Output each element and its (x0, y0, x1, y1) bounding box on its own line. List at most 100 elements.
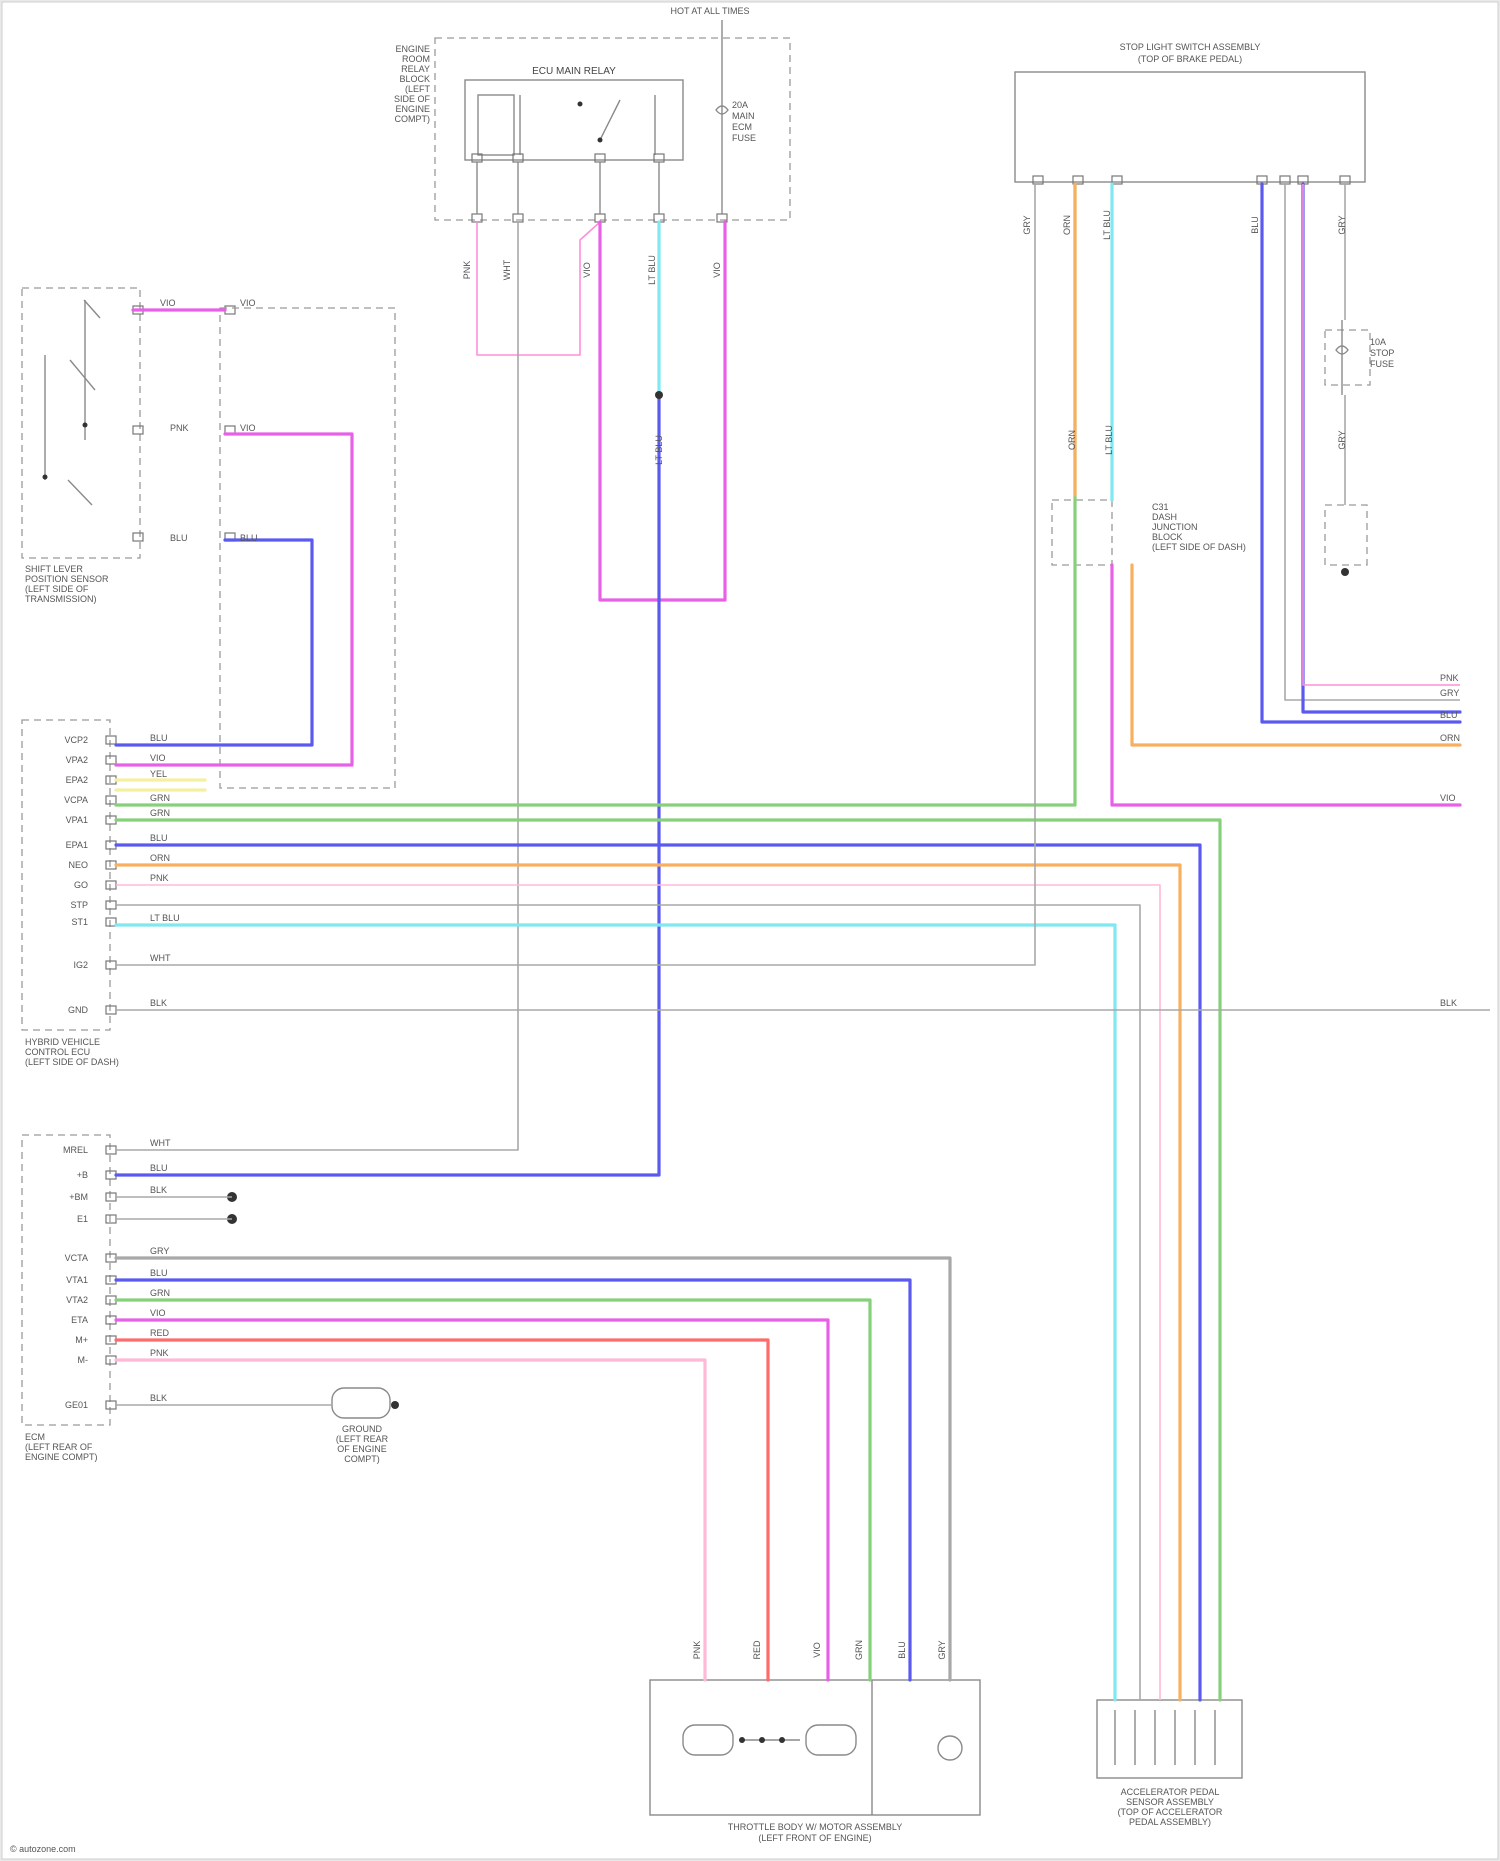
fuse-line-3: FUSE (732, 133, 756, 143)
wire-label-blue: BLU (150, 833, 168, 843)
hv-line-2: (LEFT SIDE OF DASH) (25, 1057, 119, 1067)
wire-label-blue: BLU (1250, 216, 1260, 234)
wire-label-orange: ORN (1062, 215, 1072, 235)
wire-label-pink: PNK (150, 1348, 169, 1358)
fuse-line-0: 20A (732, 100, 748, 110)
wire-label-cyan: LT BLU (1102, 210, 1112, 240)
wire-label-green: GRN (150, 793, 170, 803)
wire-label-white: WHT (150, 1138, 171, 1148)
wire-label-black: BLK (1440, 998, 1457, 1008)
shift-line-3: TRANSMISSION) (25, 594, 97, 604)
ecm-pin-MREL: MREL (63, 1145, 88, 1155)
wire-label-black: BLK (150, 1185, 167, 1195)
wire-label-violet: VIO (712, 262, 722, 278)
wire-label-red: RED (150, 1328, 170, 1338)
shift-line-2: (LEFT SIDE OF (25, 584, 89, 594)
junction-line-1: DASH (1152, 512, 1177, 522)
junction-line-3: BLOCK (1152, 532, 1183, 542)
ap-line-3: PEDAL ASSEMBLY) (1129, 1817, 1211, 1827)
hv-pin-VPA2: VPA2 (66, 755, 88, 765)
wire-label-cyan: LT BLU (654, 435, 664, 465)
wire-label-blue: BLU (1440, 710, 1458, 720)
relay-note-line-6: ENGINE (395, 104, 430, 114)
hv-pin-GND: GND (68, 1005, 89, 1015)
wire-label-black: BLK (150, 998, 167, 1008)
ecm-line-2: ENGINE COMPT) (25, 1452, 98, 1462)
wire-label-violet: VIO (160, 298, 176, 308)
relay-note-line-3: BLOCK (399, 74, 430, 84)
wire-label-white: WHT (150, 953, 171, 963)
fuse-line-1: MAIN (732, 111, 755, 121)
ap-line-1: SENSOR ASSEMBLY (1126, 1797, 1214, 1807)
ecm-pin-M+: M+ (75, 1335, 88, 1345)
wire-label-gray: GRY (1440, 688, 1459, 698)
fuse-tr-line-1: STOP (1370, 348, 1394, 358)
relay-note-line-4: (LEFT (405, 84, 431, 94)
wire-label-green: GRN (150, 808, 170, 818)
wire-label-blue: BLU (150, 733, 168, 743)
wire-label-pink: PNK (1440, 673, 1459, 683)
wire-label-violet: VIO (150, 753, 166, 763)
hv-pin-ST1: ST1 (71, 917, 88, 927)
junction-line-0: C31 (1152, 502, 1169, 512)
ecm-pin-VTA1: VTA1 (66, 1275, 88, 1285)
wire-label-gray: GRY (1337, 215, 1347, 234)
shift-line-0: SHIFT LEVER (25, 564, 83, 574)
wire-label-pink: PNK (150, 873, 169, 883)
ecm-line-1: (LEFT REAR OF (25, 1442, 93, 1452)
ecm-pin-ETA: ETA (71, 1315, 88, 1325)
wire-label-violet: VIO (240, 423, 256, 433)
wire-label-orange: ORN (1067, 430, 1077, 450)
wire-label-black: BLK (150, 1393, 167, 1403)
hv-line-1: CONTROL ECU (25, 1047, 90, 1057)
relay-note-line-5: SIDE OF (394, 94, 431, 104)
hv-pin-EPA1: EPA1 (66, 840, 88, 850)
fuse-tr-line-2: FUSE (1370, 359, 1394, 369)
tb-line-0: THROTTLE BODY W/ MOTOR ASSEMBLY (728, 1822, 903, 1832)
ap-line-0: ACCELERATOR PEDAL (1121, 1787, 1220, 1797)
wire-label-cyan: LT BLU (647, 255, 657, 285)
wire-label-violet: VIO (582, 262, 592, 278)
ecm-pin-VTA2: VTA2 (66, 1295, 88, 1305)
wire-label-pink: PNK (462, 261, 472, 280)
fuse-line-2: ECM (732, 122, 752, 132)
watermark: © autozone.com (10, 1844, 76, 1854)
stop-switch-title-1: STOP LIGHT SWITCH ASSEMBLY (1120, 42, 1261, 52)
ecm-pin-VCTA: VCTA (65, 1253, 88, 1263)
hv-pin-IG2: IG2 (73, 960, 88, 970)
wire-label-green: GRN (854, 1640, 864, 1660)
wire-label-yellow: YEL (150, 769, 167, 779)
hv-pin-EPA2: EPA2 (66, 775, 88, 785)
wire-label-gray: GRY (937, 1640, 947, 1659)
wire-label-white: WHT (502, 259, 512, 280)
wire-label-orange: ORN (150, 853, 170, 863)
wire-label-gray: GRY (1022, 215, 1032, 234)
wire-label-blue: BLU (240, 533, 258, 543)
ecm-pin-+BM: +BM (69, 1192, 88, 1202)
hv-pin-VCP2: VCP2 (64, 735, 88, 745)
hv-line-0: HYBRID VEHICLE (25, 1037, 100, 1047)
hv-pin-NEO: NEO (68, 860, 88, 870)
relay-note-line-1: ROOM (402, 54, 430, 64)
ecm-pin-+B: +B (77, 1170, 88, 1180)
hv-pin-STP: STP (70, 900, 88, 910)
tb-line-1: (LEFT FRONT OF ENGINE) (758, 1833, 871, 1843)
relay-note-line-7: COMPT) (395, 114, 431, 124)
ecm-pin-M-: M- (78, 1355, 89, 1365)
wire-label-violet: VIO (1440, 793, 1456, 803)
wire-label-violet: VIO (240, 298, 256, 308)
wire-label-gray: GRY (150, 1246, 169, 1256)
junction-line-2: JUNCTION (1152, 522, 1198, 532)
ap-line-2: (TOP OF ACCELERATOR (1118, 1807, 1223, 1817)
wire-label-blue: BLU (150, 1268, 168, 1278)
ground-line-1: (LEFT REAR (336, 1434, 389, 1444)
relay-note-line-2: RELAY (401, 64, 430, 74)
ground-line-2: OF ENGINE (337, 1444, 387, 1454)
fuse-tr-line-0: 10A (1370, 337, 1386, 347)
wire-label-pink: PNK (170, 423, 189, 433)
wire-label-green: GRN (150, 1288, 170, 1298)
shift-line-1: POSITION SENSOR (25, 574, 109, 584)
